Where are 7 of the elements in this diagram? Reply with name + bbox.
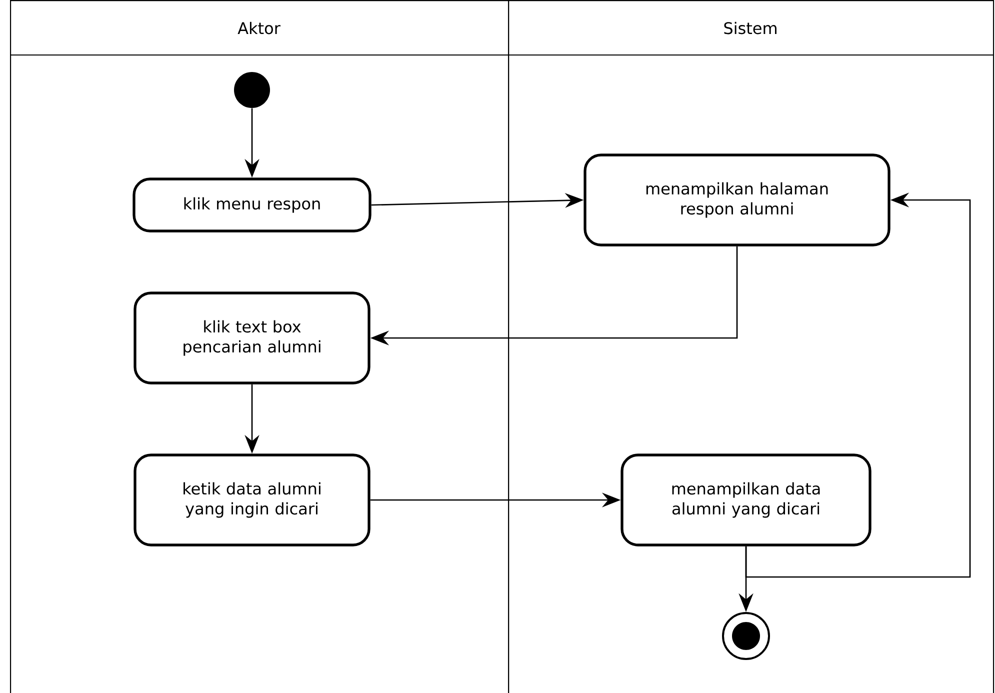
action-box: klik text box pencarian alumni	[134, 292, 370, 384]
end-node	[722, 612, 770, 660]
action-box: menampilkan halaman respon alumni	[584, 154, 890, 246]
start-node	[234, 72, 270, 108]
action-box: ketik data alumni yang ingin dicari	[134, 454, 370, 546]
action-box: menampilkan data alumni yang dicari	[620, 454, 872, 546]
action-box: klik menu respon	[132, 178, 372, 232]
